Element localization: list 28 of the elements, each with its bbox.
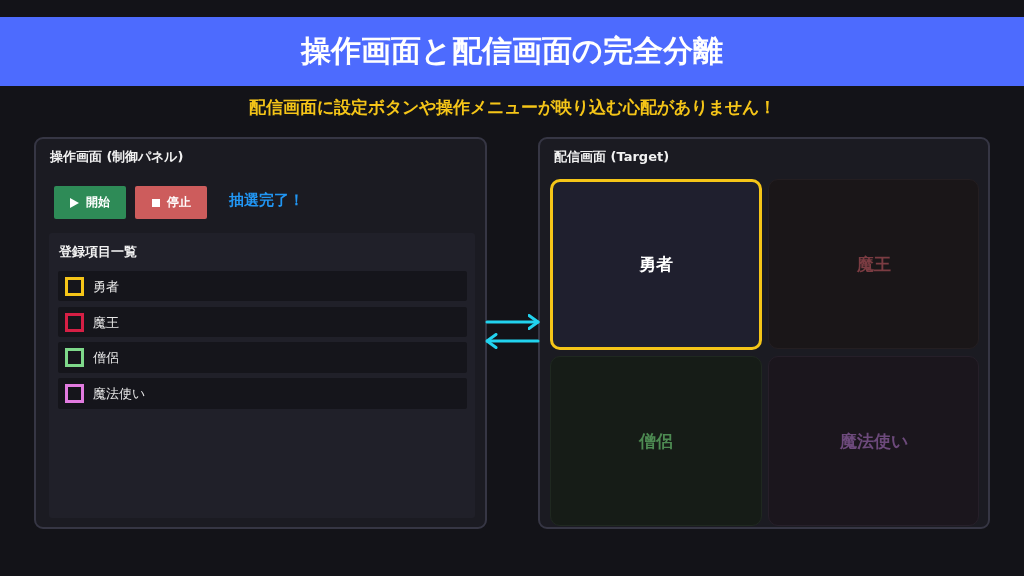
arrow — [485, 333, 540, 349]
arrow — [485, 314, 540, 330]
control-panel — [34, 137, 487, 529]
tile-label: 勇者 — [639, 253, 673, 276]
item-label: 魔法使い — [93, 385, 145, 403]
item-label: 勇者 — [93, 278, 119, 296]
stop-button: 停止 — [135, 186, 207, 219]
panel-title: 配信画面 (Target) — [554, 148, 670, 166]
list-row — [58, 307, 467, 337]
item-label: 魔王 — [93, 314, 119, 332]
title-banner: 操作画面と配信画面の完全分離 — [0, 17, 1024, 86]
start-button: 開始 — [54, 186, 126, 219]
list-row — [58, 271, 467, 301]
item-label: 僧侶 — [93, 349, 119, 367]
status-text: 抽選完了！ — [229, 191, 304, 210]
tile-label: 僧侶 — [639, 429, 673, 453]
display-tile — [768, 356, 979, 526]
output-panel — [538, 137, 990, 529]
list-panel — [49, 233, 475, 518]
tile-label: 魔法使い — [839, 429, 908, 453]
display-tile — [550, 356, 762, 526]
list-row — [58, 342, 467, 373]
panel-title: 操作画面 (制御パネル) — [50, 148, 184, 166]
subtitle: 配信画面に設定ボタンや操作メニューが映り込む心配がありません！ — [247, 96, 777, 119]
list-heading: 登録項目一覧 — [59, 243, 137, 261]
list-row — [58, 378, 467, 409]
highlighted-tile — [550, 179, 762, 350]
tile-label: 魔王 — [856, 252, 891, 276]
